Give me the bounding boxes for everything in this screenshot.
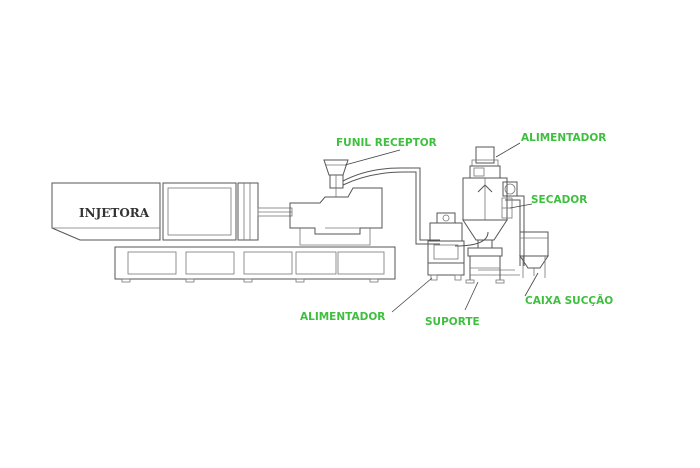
injection-machine	[51, 159, 396, 283]
injetora-label: INJETORA	[79, 206, 150, 220]
feeder-dryer-tower	[462, 146, 518, 284]
alimentador-bottom-label: ALIMENTADOR	[300, 311, 385, 323]
caixa-succao-label: CAIXA SUCÇÃO	[525, 294, 613, 307]
suction-box	[519, 231, 549, 278]
vacuum-feeder	[427, 212, 465, 281]
funil-receptor-label: FUNIL RECEPTOR	[336, 137, 437, 149]
secador-label: SECADOR	[531, 194, 587, 206]
label-pointers	[344, 142, 539, 313]
alimentador-top-label: ALIMENTADOR	[521, 132, 606, 144]
conveying-pipes	[342, 167, 525, 276]
suporte-label: SUPORTE	[425, 316, 480, 328]
